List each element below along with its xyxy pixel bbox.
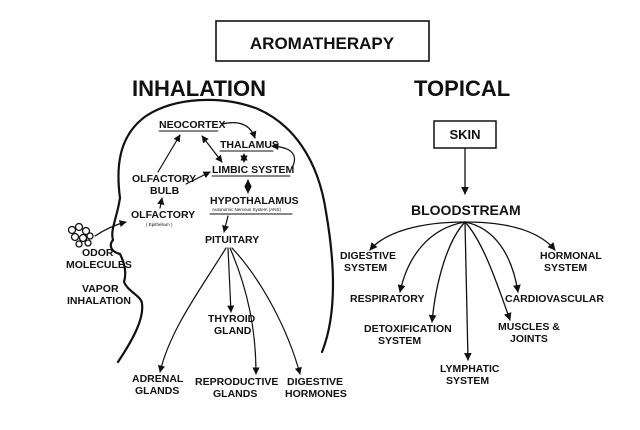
arrow-to-muscles-joints bbox=[464, 221, 512, 321]
hypothalamus-sublabel: Autonomic Nervous System (ANS) bbox=[212, 207, 282, 212]
cardiovascular-label: CARDIOVASCULAR bbox=[505, 293, 604, 305]
digestive-system-label-1: DIGESTIVE bbox=[340, 250, 396, 262]
odor-molecules-label-2: MOLECULES bbox=[66, 259, 132, 271]
muscles-joints-label-1: MUSCLES & bbox=[498, 321, 560, 333]
lymphatic-system-label-1: LYMPHATIC bbox=[440, 363, 500, 375]
olfactory-bulb-label-2: BULB bbox=[150, 185, 180, 197]
arrow-bulb-to-limbic bbox=[185, 171, 211, 185]
arrow-pituitary-thyroid bbox=[227, 247, 235, 313]
olfactory-bulb-label-1: OLFACTORY bbox=[132, 173, 196, 185]
vapor-inhalation-label-2: INHALATION bbox=[67, 295, 131, 307]
arrow-to-respiratory bbox=[397, 221, 466, 293]
odor-molecules-icon bbox=[67, 222, 94, 248]
arrow-hypothalamus-pituitary bbox=[222, 215, 230, 233]
arrow-to-lymphatic bbox=[463, 221, 472, 361]
limbic-system-label: LIMBIC SYSTEM bbox=[212, 164, 295, 176]
arrow-to-cardiovascular bbox=[464, 221, 521, 293]
pituitary-label: PITUITARY bbox=[205, 234, 259, 246]
vapor-inhalation-label-1: VAPOR bbox=[82, 283, 119, 295]
arrow-bulb-to-neocortex bbox=[157, 134, 181, 173]
title-box bbox=[215, 20, 430, 62]
lymphatic-system-label-2: SYSTEM bbox=[446, 375, 489, 387]
olfactory-label: OLFACTORY bbox=[131, 209, 195, 221]
inhalation-arrows bbox=[94, 122, 302, 375]
arrow-pituitary-digestive bbox=[231, 247, 302, 375]
hormonal-system-label-2: SYSTEM bbox=[544, 262, 587, 274]
head-outline bbox=[109, 98, 335, 364]
skin-label: SKIN bbox=[449, 127, 480, 142]
olfactory-sublabel: ( Epithelium ) bbox=[146, 222, 173, 227]
arrow-pituitary-reproductive bbox=[229, 247, 260, 375]
digestive-hormones-label-1: DIGESTIVE bbox=[287, 376, 343, 388]
inhalation-heading: INHALATION bbox=[132, 76, 266, 101]
adrenal-glands-label-2: GLANDS bbox=[135, 385, 179, 397]
arrow-limbic-thalamus-loop bbox=[271, 142, 296, 169]
reproductive-glands-label-2: GLANDS bbox=[213, 388, 257, 400]
odor-molecules-label-1: ODOR bbox=[82, 247, 114, 259]
neocortex-label: NEOCORTEX bbox=[159, 119, 226, 131]
topical-heading: TOPICAL bbox=[414, 76, 510, 101]
arrow-to-digestive-system bbox=[369, 221, 466, 251]
hormonal-system-label-1: HORMONAL bbox=[540, 250, 602, 262]
detoxification-system-label-1: DETOXIFICATION bbox=[364, 323, 452, 335]
arrow-olfactory-to-bulb bbox=[157, 197, 165, 209]
arrow-to-detoxification bbox=[428, 221, 466, 323]
respiratory-label: RESPIRATORY bbox=[350, 293, 424, 305]
bloodstream-label: BLOODSTREAM bbox=[411, 202, 521, 218]
arrow-odor-to-olfactory bbox=[94, 220, 127, 237]
detoxification-system-label-2: SYSTEM bbox=[378, 335, 421, 347]
hypothalamus-label: HYPOTHALAMUS bbox=[210, 195, 299, 207]
bloodstream-arrows bbox=[369, 221, 556, 361]
digestive-hormones-label-2: HORMONES bbox=[285, 388, 347, 400]
diagram-title: AROMATHERAPY bbox=[250, 34, 395, 53]
skin-box bbox=[433, 120, 497, 149]
arrow-neocortex-limbic bbox=[201, 135, 223, 163]
arrow-pituitary-adrenal bbox=[158, 247, 227, 373]
arrow-neocortex-thalamus bbox=[221, 122, 257, 139]
thyroid-gland-label-2: GLAND bbox=[214, 325, 252, 337]
reproductive-glands-label-1: REPRODUCTIVE bbox=[195, 376, 278, 388]
thyroid-gland-label-1: THYROID bbox=[208, 313, 256, 325]
adrenal-glands-label-1: ADRENAL bbox=[132, 373, 184, 385]
arrow-to-hormonal-system bbox=[464, 221, 556, 251]
thalamus-label: THALAMUS bbox=[220, 139, 279, 151]
muscles-joints-label-2: JOINTS bbox=[510, 333, 548, 345]
digestive-system-label-2: SYSTEM bbox=[344, 262, 387, 274]
